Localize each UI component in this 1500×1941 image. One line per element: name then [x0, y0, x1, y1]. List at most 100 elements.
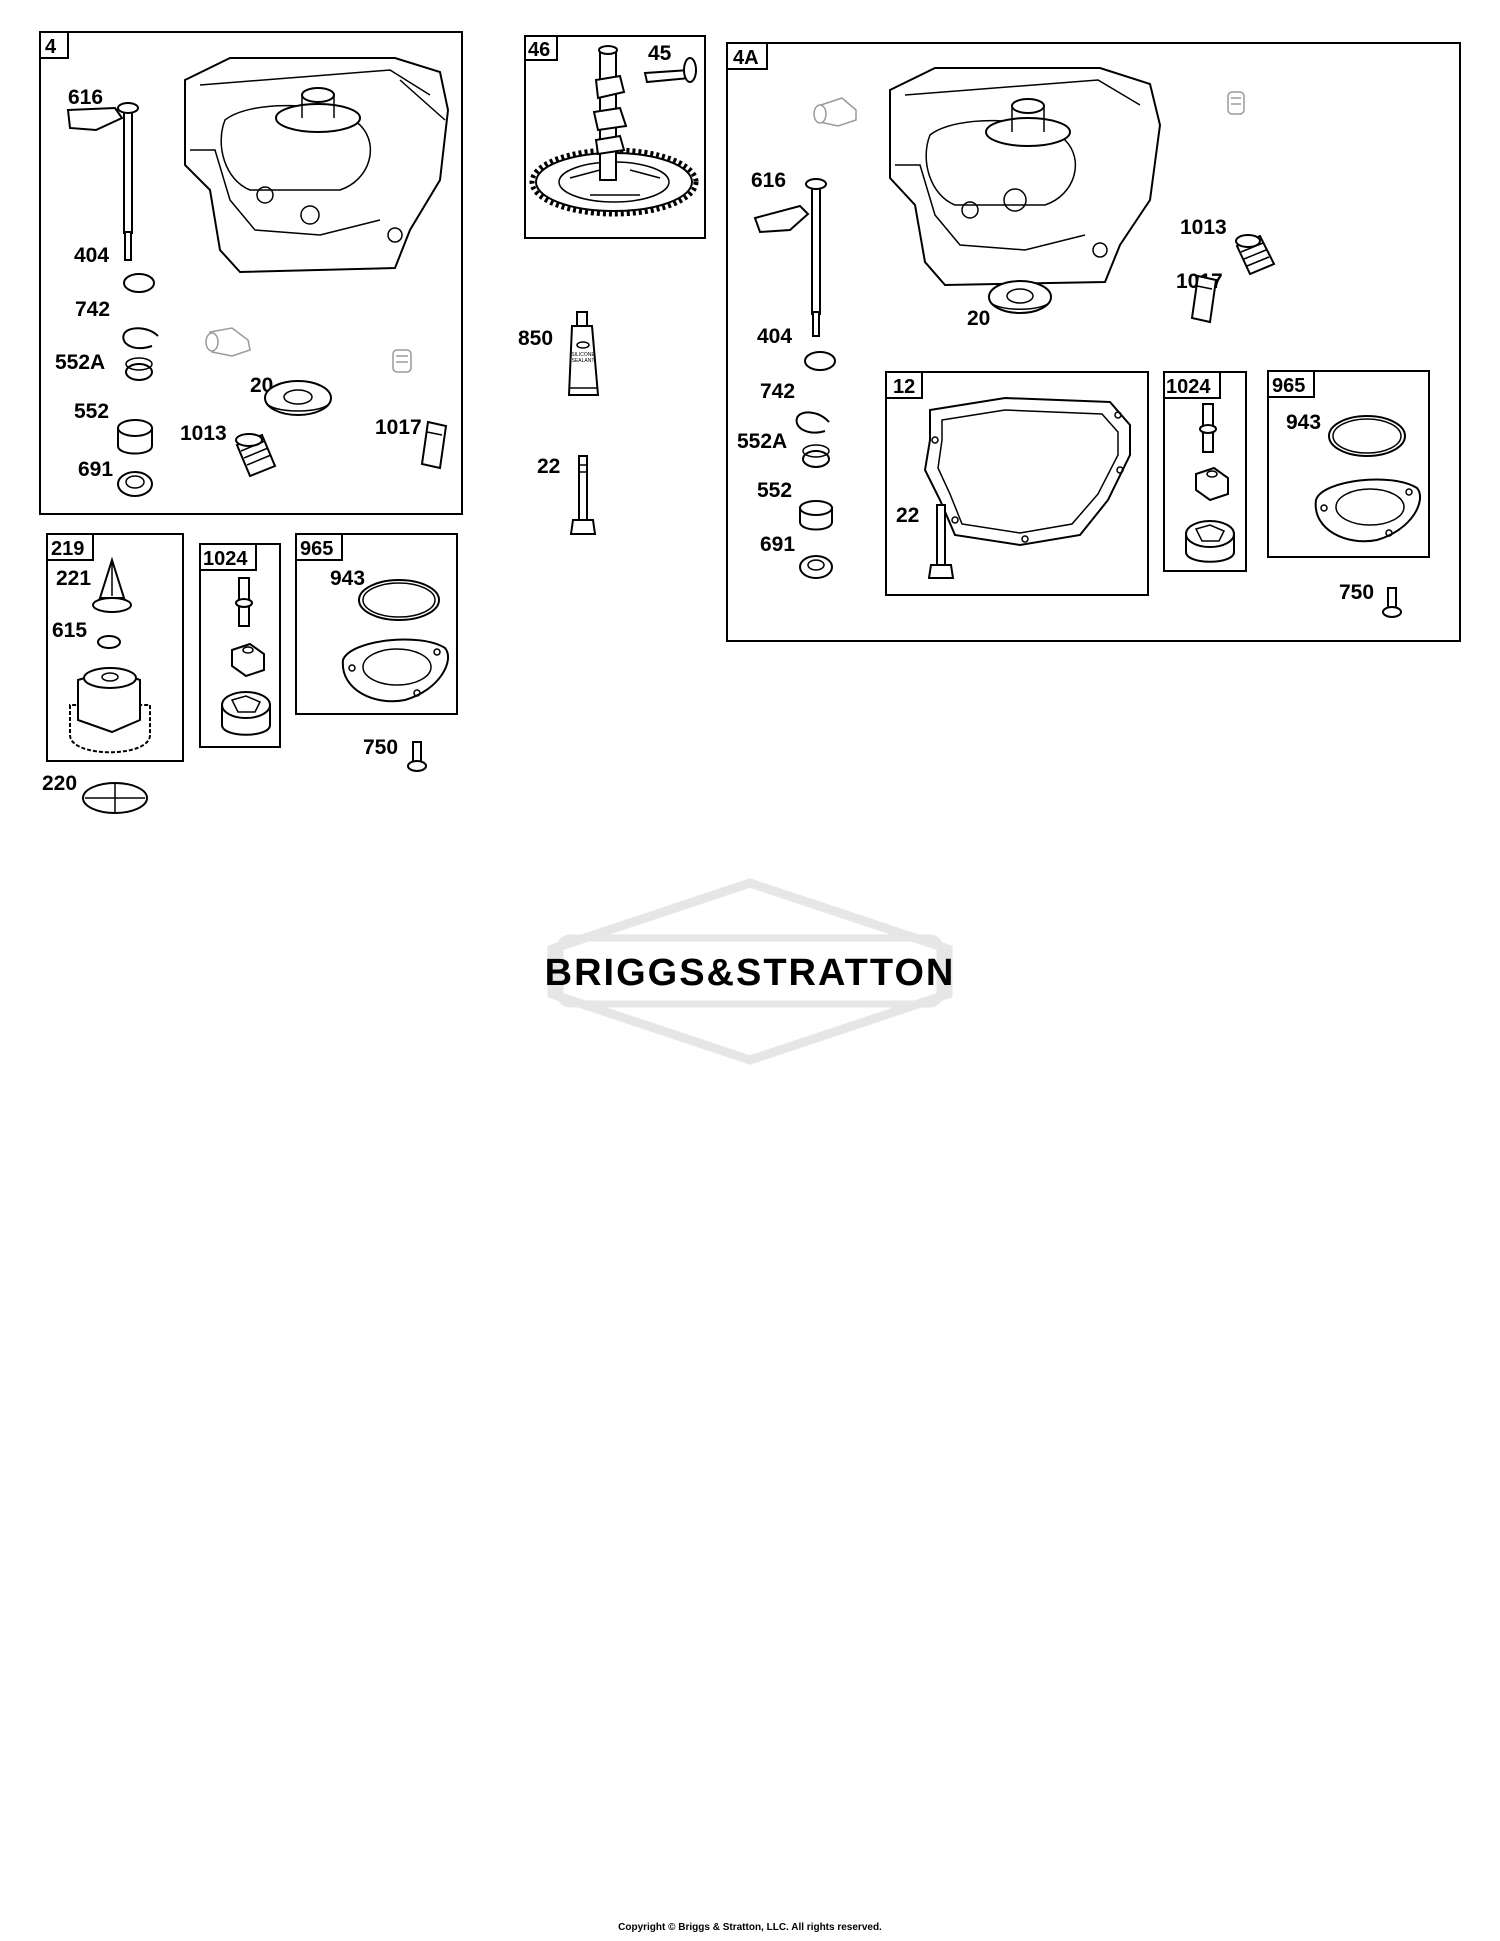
- bushing-552-right-part: [799, 500, 833, 531]
- watermark-text: BRIGGS&STRATTON: [545, 952, 956, 994]
- pump-rotor-inner-right-part: [1195, 466, 1229, 502]
- group-219-tab: [46, 533, 94, 561]
- screw-750-right-part: [1382, 587, 1402, 618]
- o-ring-943-left-part: [358, 579, 440, 621]
- washer-404-part: [123, 273, 155, 293]
- label-616: 616: [68, 86, 103, 109]
- group-4: 4 616 404 742 552A: [39, 31, 463, 515]
- group-965-right-frame: [1267, 370, 1430, 558]
- governor-gear-220-part: [82, 782, 148, 814]
- group-1024-left-tab: [199, 543, 257, 571]
- bushing-552-part: [117, 419, 153, 455]
- group-1024-left: 1024: [199, 543, 281, 748]
- pump-rotor-outer-right-part: [1185, 520, 1235, 563]
- group-4a: 4A 616 1: [726, 42, 1461, 642]
- group-1024-right-label: 1024: [1166, 376, 1211, 398]
- label-552: 552: [74, 400, 109, 423]
- group-965-right-tab: [1267, 370, 1315, 398]
- group-219-label: 219: [51, 538, 84, 560]
- group-4a-label: 4A: [733, 47, 759, 69]
- group-219-frame: [46, 533, 184, 762]
- briggs-stratton-watermark-logo: BRIGGS&STRATTON: [545, 878, 956, 1065]
- label-552a: 552A: [55, 351, 105, 374]
- label-850: 850: [518, 327, 553, 350]
- bushing-552a-right-part: [802, 444, 830, 468]
- group-12: 12 22: [885, 371, 1149, 596]
- seal-691-part: [117, 471, 153, 497]
- governor-gear-part: [69, 667, 151, 754]
- group-965-left: 965 943: [295, 533, 458, 715]
- label-750-left: 750: [363, 736, 398, 759]
- ghost-fitting-right-part: [1227, 91, 1245, 115]
- label-22-right: 22: [896, 504, 919, 527]
- label-22-mid: 22: [537, 455, 560, 478]
- bolt-22-right-part: [927, 504, 955, 579]
- pump-pin-right-part: [1199, 403, 1217, 453]
- governor-shaft-616-right-part: [753, 178, 827, 337]
- group-46-label: 46: [528, 39, 550, 61]
- label-45: 45: [648, 42, 672, 65]
- retainer-615-part: [97, 635, 121, 649]
- seal-1017-part: [420, 420, 448, 470]
- label-742: 742: [75, 298, 110, 321]
- group-46-tab: [524, 35, 558, 61]
- label-742-right: 742: [760, 380, 795, 403]
- group-4-tab: [39, 31, 69, 59]
- dipstick-tube-1013-right-part: [1235, 234, 1276, 276]
- bushing-552a-part: [125, 357, 153, 381]
- group-219: 219 221 615 220: [42, 533, 184, 814]
- group-4a-frame: [726, 42, 1461, 642]
- pump-rotor-outer-part: [221, 691, 271, 736]
- gasket-12-part: [923, 396, 1131, 547]
- label-404-right: 404: [757, 325, 792, 348]
- group-965-left-tab: [295, 533, 343, 561]
- pump-cover-gasket-left-part: [341, 638, 450, 703]
- group-965-right-label: 965: [1272, 375, 1305, 397]
- group-4-frame: [39, 31, 463, 515]
- pin-45-part: [643, 57, 697, 84]
- group-1024-left-label: 1024: [203, 548, 248, 570]
- label-691-right: 691: [760, 533, 795, 556]
- group-1024-right: 1024: [1163, 371, 1247, 572]
- washer-404-right-part: [804, 351, 836, 371]
- oil-seal-20-right-part: [988, 280, 1052, 314]
- dipstick-tube-1013-part: [235, 433, 277, 478]
- label-221: 221: [56, 567, 91, 590]
- sealant-text-line-1: SILICONE: [571, 352, 595, 358]
- group-965-right: 965 943: [1267, 370, 1430, 558]
- e-ring-742-part: [122, 327, 159, 350]
- crankcase-cover-right-part: [889, 67, 1162, 287]
- group-46-frame: [524, 35, 706, 239]
- label-220: 220: [42, 772, 77, 795]
- group-965-left-label: 965: [300, 538, 333, 560]
- governor-shaft-616-part: [66, 102, 139, 261]
- group-1024-right-tab: [1163, 371, 1221, 399]
- sealant-text-line-2: SEALANT: [572, 358, 595, 364]
- label-943-right: 943: [1286, 411, 1321, 434]
- label-616-right: 616: [751, 169, 786, 192]
- label-691: 691: [78, 458, 113, 481]
- bolt-22-mid-part: [569, 455, 597, 535]
- copyright-footer: Copyright © Briggs & Stratton, LLC. All …: [618, 1922, 882, 1933]
- group-4a-tab: [726, 42, 768, 70]
- e-ring-742-right-part: [795, 411, 830, 434]
- ghost-plug-right-part: [813, 97, 857, 127]
- label-1013-left: 1013: [180, 422, 227, 445]
- label-20-right: 20: [967, 307, 990, 330]
- group-12-tab: [885, 371, 923, 399]
- pump-cover-gasket-right-part: [1314, 478, 1422, 543]
- label-750-right: 750: [1339, 581, 1374, 604]
- group-12-label: 12: [893, 376, 915, 398]
- seal-1017-right-part: [1190, 274, 1218, 324]
- label-552-right: 552: [757, 479, 792, 502]
- label-615: 615: [52, 619, 87, 642]
- seal-691-right-part: [799, 555, 833, 579]
- crankcase-cover-part: [184, 57, 450, 274]
- group-4-label: 4: [45, 36, 57, 58]
- ghost-plug-part: [205, 327, 251, 357]
- label-552a-right: 552A: [737, 430, 787, 453]
- label-404: 404: [74, 244, 109, 267]
- group-46: 46 45: [524, 35, 706, 239]
- label-943-left: 943: [330, 567, 365, 590]
